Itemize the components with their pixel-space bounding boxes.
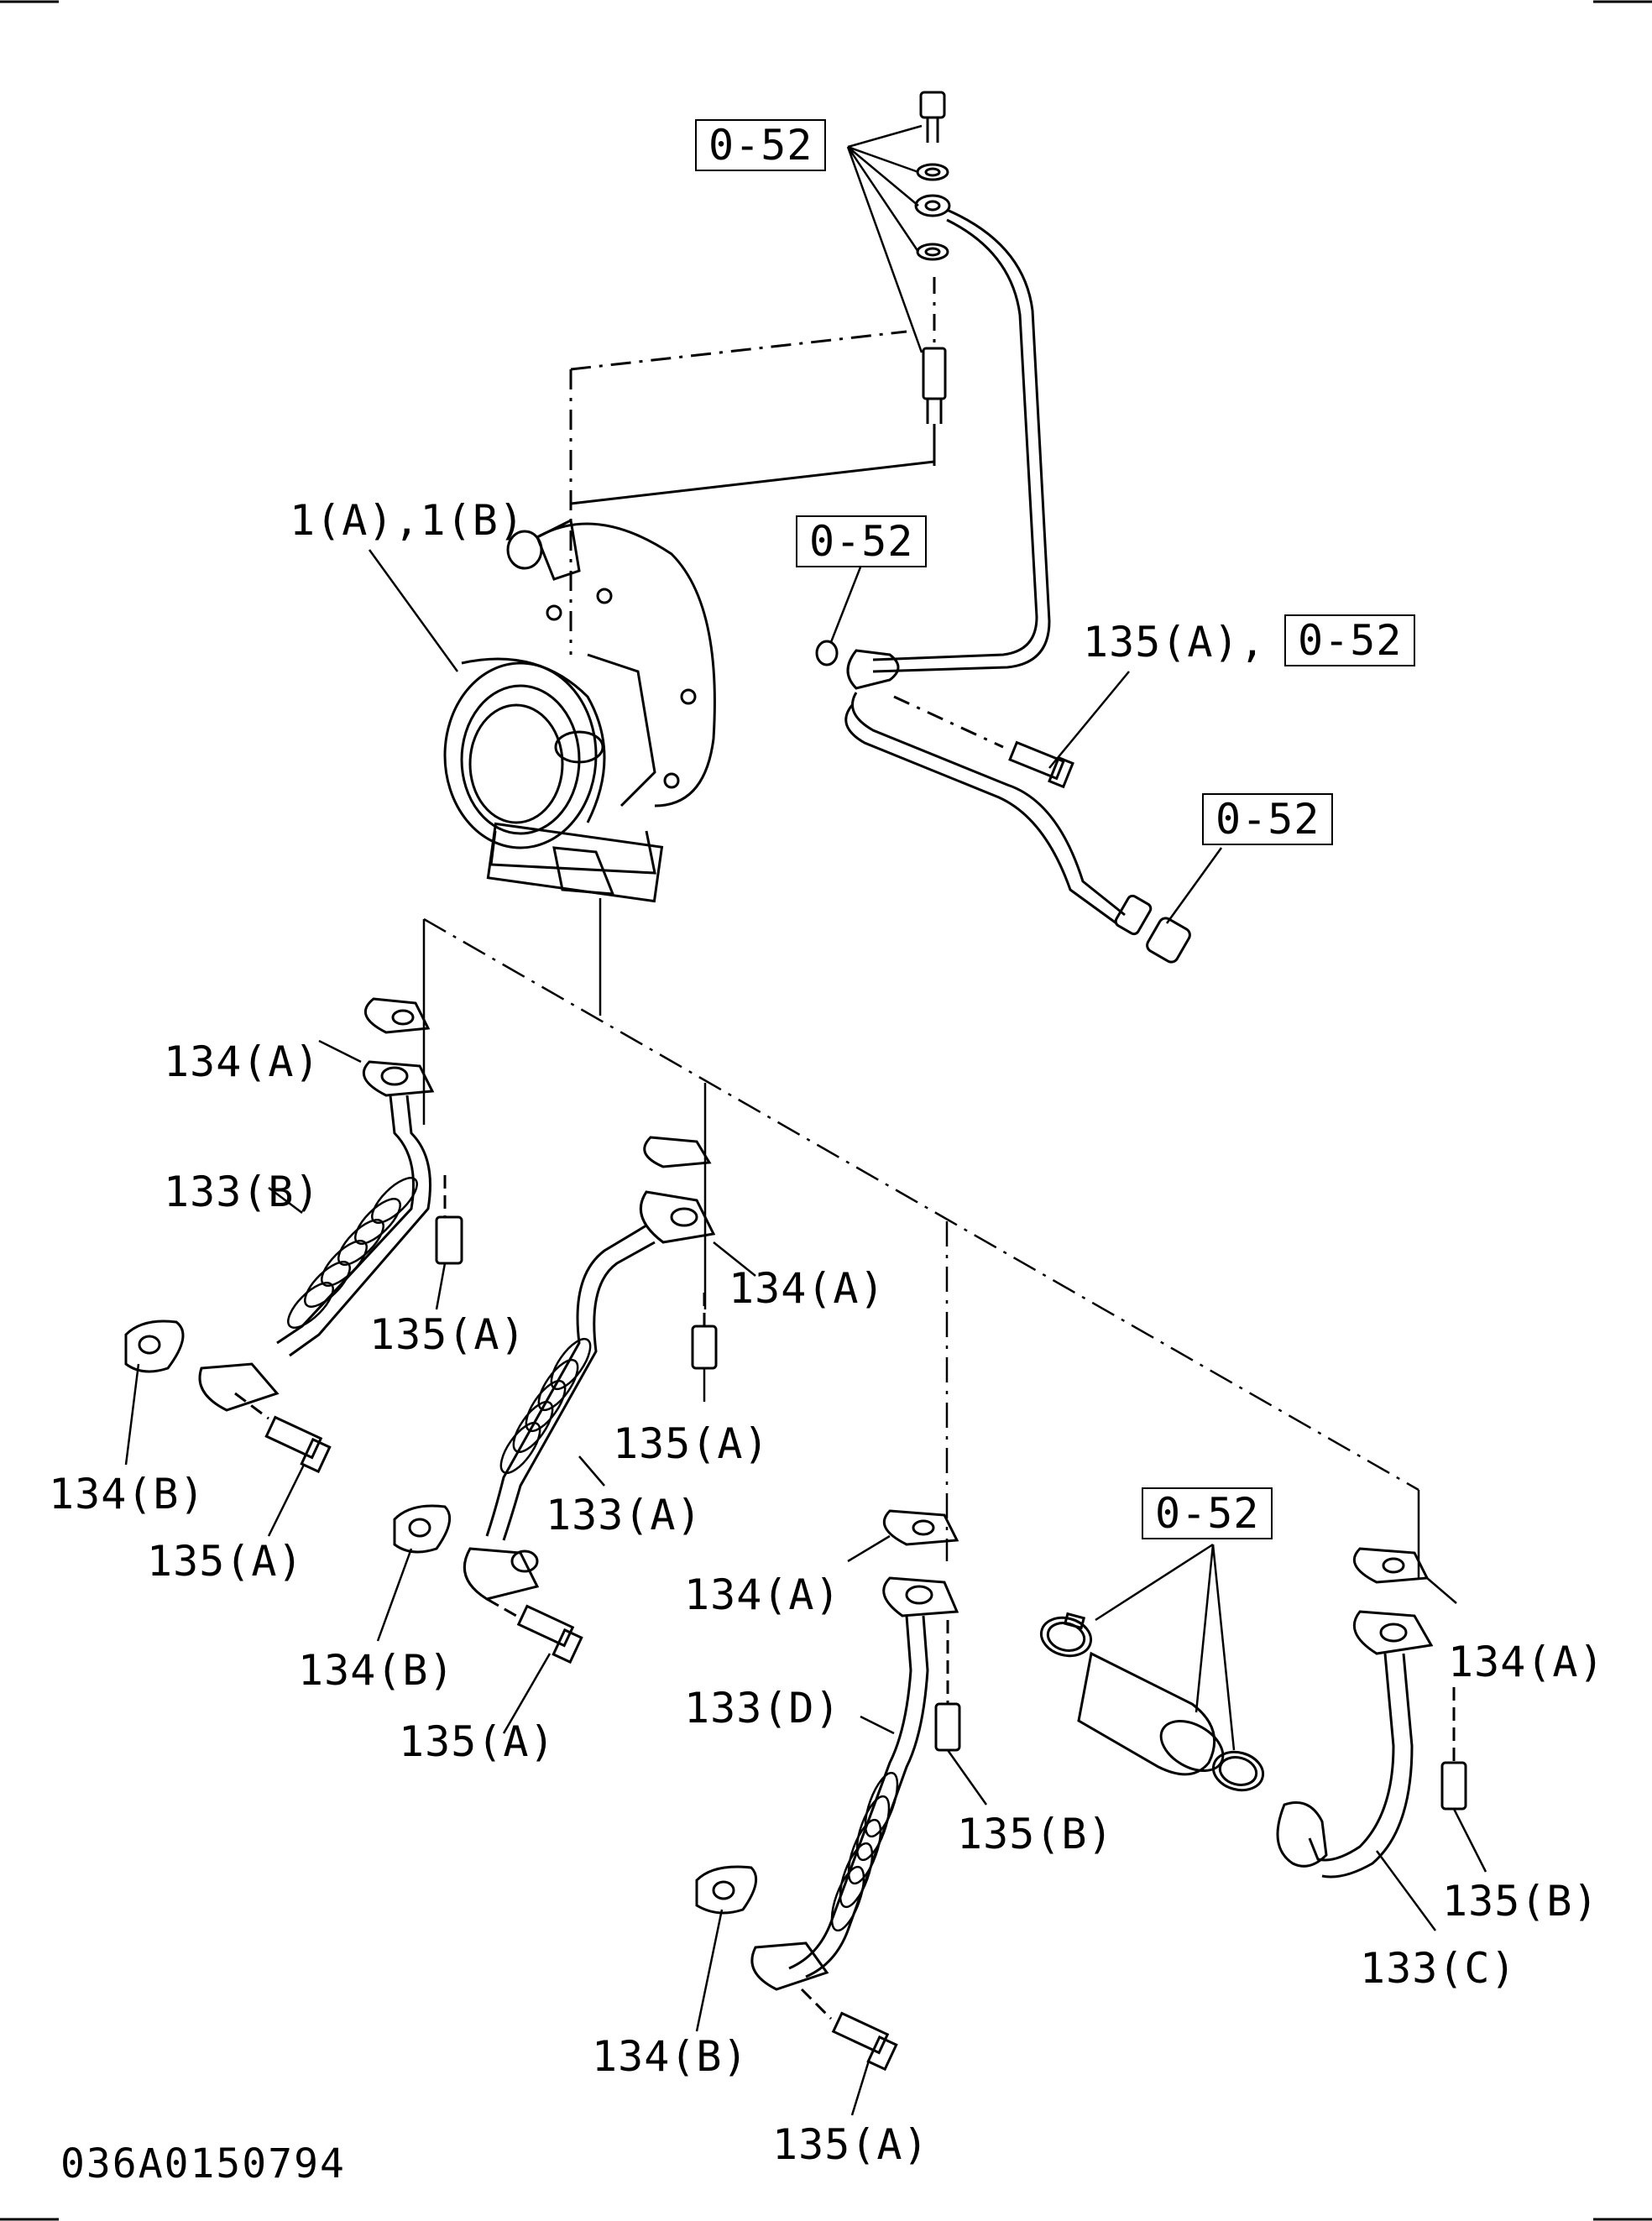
label-135B-2: 135(B) bbox=[1442, 1877, 1599, 1926]
turbocharger bbox=[443, 330, 935, 903]
label-134A-1: 134(A) bbox=[164, 1037, 321, 1086]
label-134B-1: 134(B) bbox=[49, 1470, 206, 1518]
distribution-lines bbox=[422, 898, 1420, 1578]
label-leaders bbox=[368, 549, 1223, 924]
label-133C: 133(C) bbox=[1360, 1944, 1517, 1993]
label-turbocharger: 1(A),1(B) bbox=[290, 496, 525, 545]
label-134B-2: 134(B) bbox=[298, 1646, 455, 1695]
leaders-top-052 bbox=[846, 124, 923, 353]
label-134A-2: 134(A) bbox=[729, 1264, 886, 1313]
drain-tube-133C bbox=[1276, 1547, 1487, 1931]
banjo-bolt-assembly bbox=[914, 91, 951, 466]
label-134B-3: 134(B) bbox=[592, 2032, 749, 2081]
ref-box-052-bolt: 0-52 bbox=[1284, 614, 1416, 666]
label-135A-1: 135(A) bbox=[369, 1310, 526, 1359]
hose-clamps bbox=[1039, 1543, 1265, 1792]
label-133A: 133(A) bbox=[546, 1491, 703, 1539]
drain-tube-133D bbox=[695, 1509, 988, 2116]
label-133B: 133(B) bbox=[164, 1168, 321, 1216]
label-135A-3: 135(A) bbox=[613, 1419, 770, 1468]
oil-feed-pipe bbox=[815, 208, 1191, 964]
drain-tube-133A bbox=[376, 1136, 756, 1734]
ref-box-052-top: 0-52 bbox=[695, 119, 827, 171]
label-135B-1: 135(B) bbox=[957, 1810, 1114, 1858]
label-135A-4: 135(A) bbox=[399, 1717, 556, 1766]
label-133D: 133(D) bbox=[684, 1684, 841, 1732]
ref-box-052-oring: 0-52 bbox=[796, 515, 928, 567]
label-135A-2: 135(A) bbox=[147, 1537, 304, 1586]
label-135A-feed-bolt: 135(A), bbox=[1083, 618, 1266, 666]
label-135A-5: 135(A) bbox=[772, 2120, 929, 2169]
ref-box-052-fitting: 0-52 bbox=[1202, 793, 1334, 845]
figure-id: 036A0150794 bbox=[60, 2140, 346, 2187]
label-134A-3: 134(A) bbox=[684, 1570, 841, 1619]
ref-box-052-hose: 0-52 bbox=[1142, 1487, 1273, 1539]
label-134A-4: 134(A) bbox=[1448, 1638, 1605, 1686]
drain-tube-133B bbox=[124, 997, 463, 1537]
